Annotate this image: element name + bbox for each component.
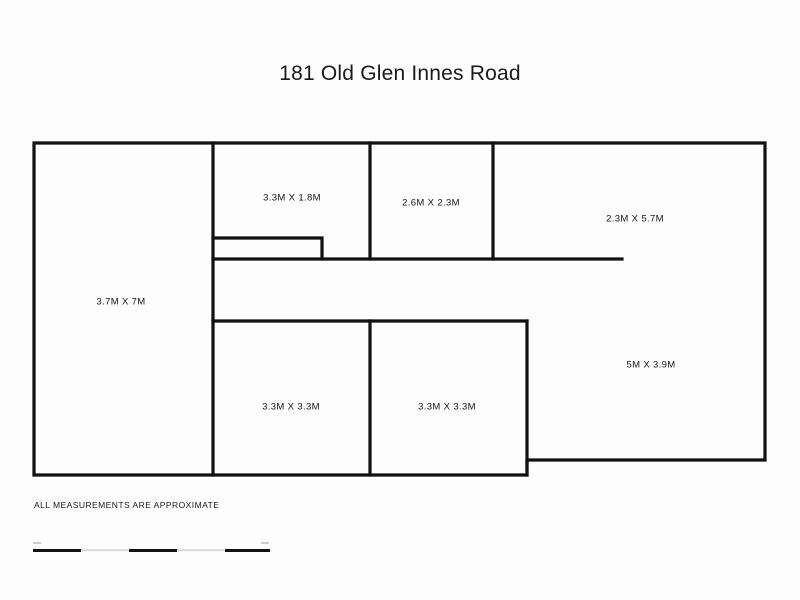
walls bbox=[32, 141, 767, 477]
scale-segment-dark-1 bbox=[33, 549, 81, 552]
room-label-room-lower-right: 5M X 3.9M bbox=[626, 359, 676, 371]
room-label-room-upper-right: 2.3M X 5.7M bbox=[606, 213, 664, 225]
room-label-room-lower-mid: 3.3M X 3.3M bbox=[418, 401, 476, 413]
room-label-room-lower-left: 3.3M X 3.3M bbox=[262, 401, 320, 413]
room-label-room-west: 3.7M X 7M bbox=[96, 296, 146, 308]
outer-wall-perimeter bbox=[32, 141, 767, 477]
scale-bar bbox=[33, 542, 270, 552]
wall-closet-rect bbox=[211, 236, 324, 261]
room-label-room-upper-left: 3.3M X 1.8M bbox=[263, 192, 321, 204]
scale-segment-dark-3 bbox=[225, 549, 270, 552]
scale-bar-segments bbox=[33, 549, 270, 552]
room-label-room-upper-mid: 2.6M X 2.3M bbox=[402, 197, 460, 209]
scale-segment-dark-2 bbox=[129, 549, 177, 552]
scale-segment-light-1 bbox=[81, 549, 129, 552]
page-title: 181 Old Glen Innes Road bbox=[279, 62, 521, 85]
measurements-disclaimer: ALL MEASUREMENTS ARE APPROXIMATE bbox=[34, 500, 220, 510]
scale-segment-light-2 bbox=[177, 549, 225, 552]
